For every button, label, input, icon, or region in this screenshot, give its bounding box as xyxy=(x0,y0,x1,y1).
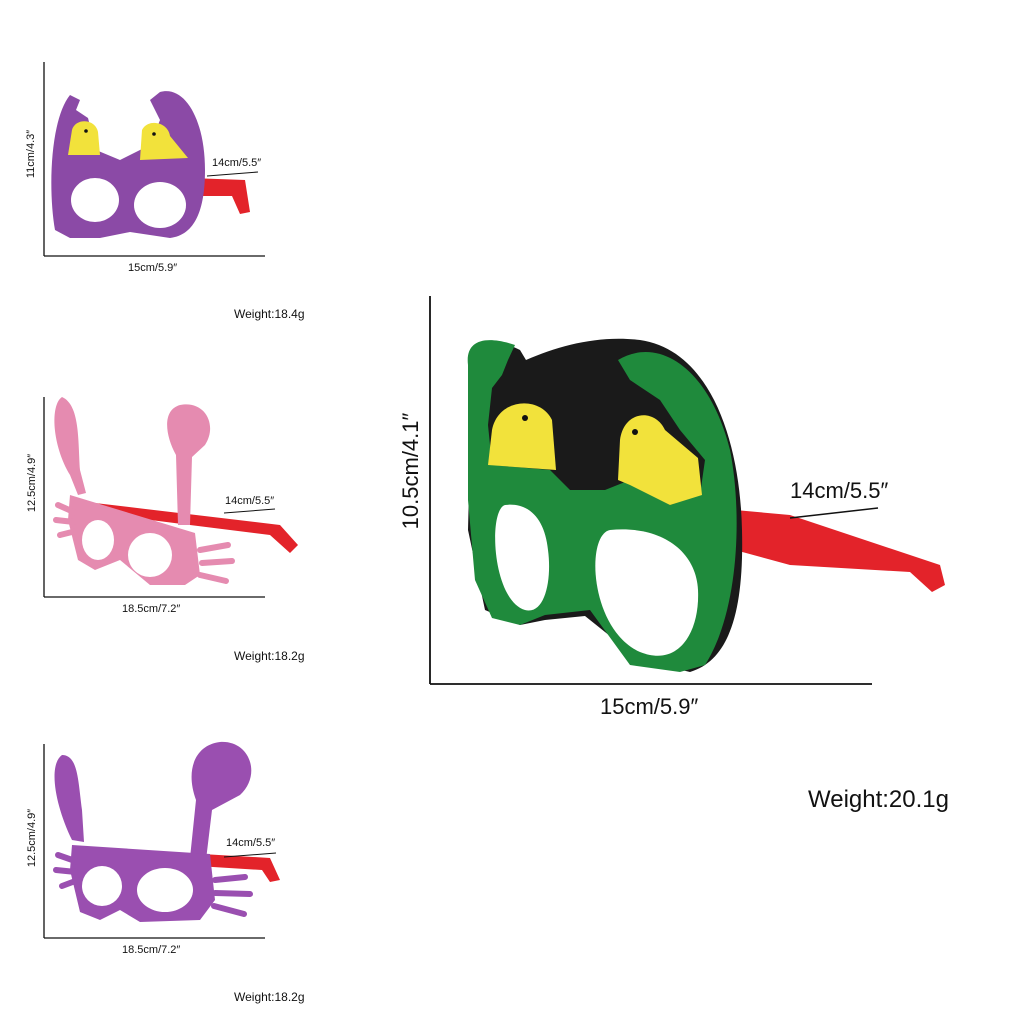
width-label: 18.5cm/7.2″ xyxy=(122,603,181,615)
product-panel-purple-chick: 11cm/4.3″ 15cm/5.9″ 14cm/5.5″ Weight:18.… xyxy=(0,0,340,340)
width-label: 15cm/5.9″ xyxy=(128,262,178,274)
green-chick-glasses-illustration xyxy=(429,296,945,685)
width-label: 15cm/5.9″ xyxy=(600,694,699,719)
weight-label: Weight:18.2g xyxy=(234,649,305,663)
temple-length-label: 14cm/5.5″ xyxy=(790,478,889,503)
height-label: 12.5cm/4.9″ xyxy=(26,808,38,868)
width-label: 18.5cm/7.2″ xyxy=(122,944,181,956)
height-label: 11cm/4.3″ xyxy=(25,129,37,179)
temple-length-label: 14cm/5.5″ xyxy=(225,495,275,507)
weight-label: Weight:18.4g xyxy=(234,307,305,321)
product-panel-pink-bunny: 12.5cm/4.9″ 18.5cm/7.2″ 14cm/5.5″ Weight… xyxy=(0,385,340,685)
purple-bunny-glasses-illustration xyxy=(43,741,280,939)
temple-length-label: 14cm/5.5″ xyxy=(212,157,262,169)
height-label: 10.5cm/4.1″ xyxy=(398,412,423,530)
product-panel-green-chick: 10.5cm/4.1″ 15cm/5.9″ 14cm/5.5″ Weight:2… xyxy=(380,280,1000,840)
weight-label: Weight:18.2g xyxy=(234,990,305,1004)
height-label: 12.5cm/4.9″ xyxy=(26,453,38,513)
purple-chick-glasses-illustration xyxy=(43,62,265,257)
temple-length-label: 14cm/5.5″ xyxy=(226,837,276,849)
product-panel-purple-bunny: 12.5cm/4.9″ 18.5cm/7.2″ 14cm/5.5″ Weight… xyxy=(0,730,340,1020)
weight-label: Weight:20.1g xyxy=(808,786,949,813)
pink-bunny-glasses-illustration xyxy=(43,397,298,598)
